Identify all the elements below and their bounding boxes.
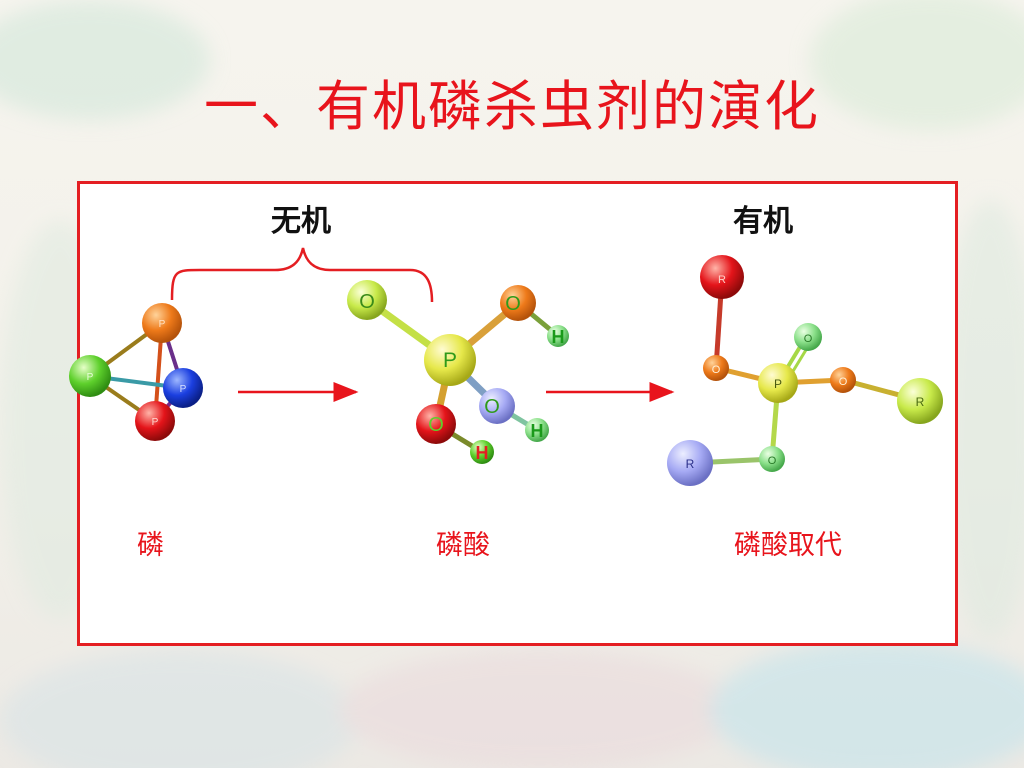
atom-label: H	[476, 443, 489, 463]
atom-label: P	[152, 417, 159, 428]
atom-label: P	[774, 377, 782, 391]
diagram-panel	[77, 181, 958, 646]
atom-label: P	[159, 319, 166, 330]
atom-label: O	[359, 291, 375, 313]
atom-label: O	[428, 414, 444, 436]
slide-title: 一、有机磷杀虫剂的演化	[204, 75, 820, 138]
atom-label: O	[839, 376, 848, 388]
atom-label: O	[768, 455, 777, 467]
atom-label: P	[443, 349, 457, 372]
atom-label: H	[552, 327, 565, 347]
inorganic-bracket	[170, 247, 434, 303]
phosphoric-acid-molecule: O O H P O H O H	[347, 280, 569, 464]
substituted-phosphate-molecule: R O O P O R R O	[667, 255, 943, 486]
atom-label: P	[180, 384, 187, 395]
atom-label: O	[484, 396, 500, 418]
atom-label: P	[87, 372, 94, 383]
atom-label: H	[531, 421, 544, 441]
atom-label: R	[916, 395, 925, 409]
caption-phosphorus: 磷	[137, 530, 164, 561]
organic-label: 有机	[733, 204, 793, 239]
atom-label: O	[712, 364, 721, 376]
atom-label: R	[686, 457, 695, 471]
inorganic-label: 无机	[271, 204, 331, 239]
caption-substituted-phosphate: 磷酸取代	[734, 530, 842, 561]
phosphorus-molecule: P P P P	[69, 303, 203, 441]
atom-label: O	[804, 333, 813, 345]
caption-phosphoric-acid: 磷酸	[436, 530, 490, 561]
atom-label: R	[718, 274, 726, 286]
atom-label: O	[505, 293, 521, 315]
